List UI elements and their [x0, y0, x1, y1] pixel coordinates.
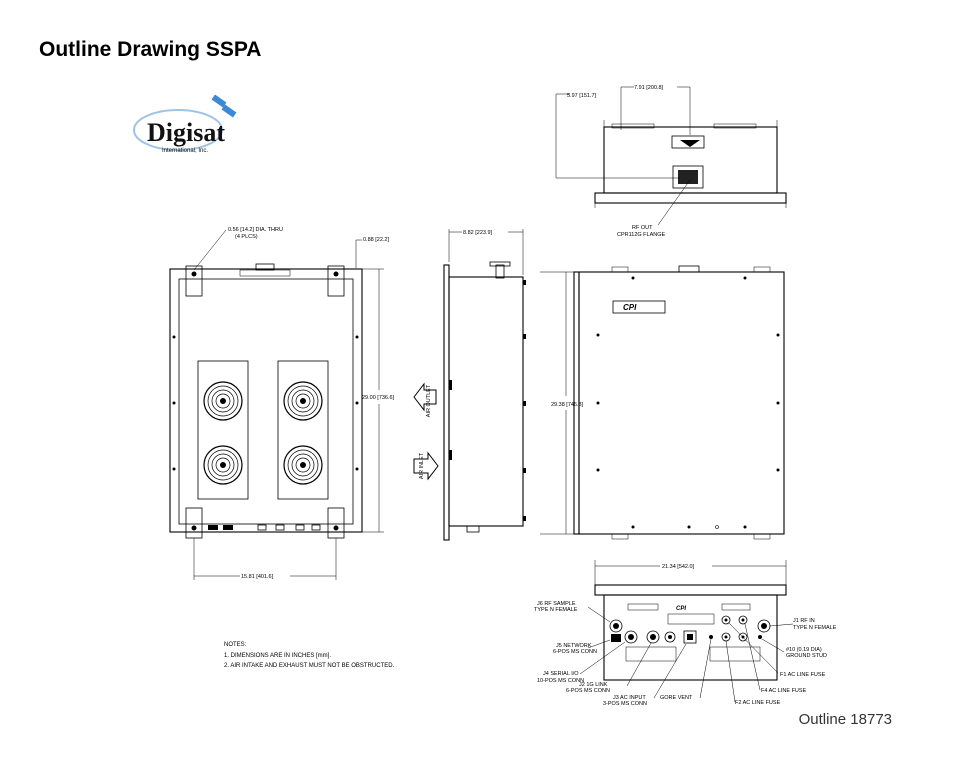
label-f4: F4 AC LINE FUSE: [761, 688, 807, 694]
logo-orbit: [133, 109, 223, 151]
connector-j2: [646, 630, 660, 644]
front-view: 0.56 [14.2] DIA. THRU (4 PLCS) 0.88 [22.…: [169, 227, 395, 580]
note-1: 1. DIMENSIONS ARE IN INCHES [mm].: [224, 653, 331, 659]
top-view: 5.97 [151.7] 7.91 [200.8] RF OUT CPR112G…: [555, 85, 787, 238]
fan-icon: [203, 381, 243, 421]
dim-side-depth: 8.82 [223.9]: [463, 230, 493, 236]
satellite-icon: [211, 94, 227, 108]
label-j2-b: 6-POS MS CONN: [566, 688, 610, 694]
connector-j3: [683, 630, 697, 644]
dim-top-width: 7.91 [200.8]: [634, 85, 664, 91]
ground-stud: [758, 635, 762, 639]
label-j5-b: 6-POS MS CONN: [553, 649, 597, 655]
label-j1-b: TYPE N FEMALE: [793, 625, 837, 631]
fan-panel-left: [197, 360, 249, 500]
dim-hole: 0.56 [14.2] DIA. THRU: [228, 227, 283, 233]
air-inlet-label: AIR INLET: [419, 452, 425, 479]
label-j4-b: 10-POS MS CONN: [537, 678, 584, 684]
logo-name: Digisat: [147, 118, 225, 147]
air-outlet-label: AIR OUTLET: [426, 384, 432, 417]
label-j3-a: J3 AC INPUT: [613, 695, 646, 701]
label-j6-b: TYPE N FEMALE: [534, 607, 578, 613]
label-j3-b: 3-POS MS CONN: [603, 701, 647, 707]
label-f2: F2 AC LINE FUSE: [735, 700, 781, 706]
connector-j4: [624, 630, 638, 644]
dim-rear-height: 29.38 [746.3]: [551, 402, 584, 408]
mount-bracket: [185, 265, 203, 297]
fuse-f4: [738, 615, 748, 625]
notes: NOTES: 1. DIMENSIONS ARE IN INCHES [mm].…: [224, 642, 395, 669]
label-gore-vent: GORE VENT: [660, 695, 693, 701]
label-j2-a: J2 1G LINK: [579, 682, 608, 688]
note-2: 2. AIR INTAKE AND EXHAUST MUST NOT BE OB…: [224, 663, 395, 669]
cpi-label-plate: [612, 300, 666, 314]
label-j5-a: J5 NETWORK: [556, 643, 592, 649]
dim-hole-count: (4 PLCS): [235, 234, 258, 240]
dim-overall-width: 21.34 [542.0]: [662, 564, 695, 570]
side-view: 8.82 [223.9] AIR OUTLET AIR INLET: [413, 229, 526, 541]
connector-j1: [757, 619, 771, 633]
air-outlet-arrow: AIR OUTLET: [413, 382, 437, 417]
label-rf-out: RF OUT: [632, 225, 653, 231]
notes-heading: NOTES:: [224, 642, 247, 648]
bottom-view: 21.34 [542.0] CPI J6 RF SAMPLE TYPE N FE…: [534, 560, 837, 707]
dim-edge-offset: 0.88 [22.2]: [363, 237, 389, 243]
logo-subtitle: International, Inc.: [162, 148, 208, 154]
dim-front-height: 29.00 [736.6]: [362, 395, 395, 401]
label-f1: F1 AC LINE FUSE: [780, 672, 826, 678]
rear-fasteners: [596, 276, 780, 529]
label-j1-a: J1 RF IN: [793, 618, 815, 624]
label-gnd-a: #10 (0.19 DIA): [786, 647, 822, 653]
svg-text:CPI: CPI: [623, 303, 637, 312]
fuse-f2: [721, 632, 731, 642]
air-inlet-arrow: AIR INLET: [413, 451, 439, 481]
connector-j5: [611, 634, 621, 642]
rear-view: CPI 29.38 [746.3]: [540, 265, 785, 540]
page-title: Outline Drawing SSPA: [39, 38, 262, 61]
label-gnd-b: GROUND STUD: [786, 653, 827, 659]
label-rf-out-flange: CPR112G FLANGE: [617, 232, 666, 238]
label-j4-a: J4 SERIAL I/O: [543, 671, 579, 677]
label-j6-a: J6 RF SAMPLE: [537, 601, 576, 607]
digisat-logo: Digisat International, Inc.: [133, 94, 237, 154]
outline-number: Outline 18773: [798, 711, 892, 728]
svg-text:CPI: CPI: [676, 606, 686, 612]
fuse-f1: [721, 615, 731, 625]
dim-bottom-width: 15.81 [401.6]: [241, 574, 274, 580]
connector-j6: [609, 619, 623, 633]
gore-vent: [709, 635, 713, 639]
dim-top-depth: 5.97 [151.7]: [567, 93, 597, 99]
fan-panel-right: [277, 360, 329, 500]
